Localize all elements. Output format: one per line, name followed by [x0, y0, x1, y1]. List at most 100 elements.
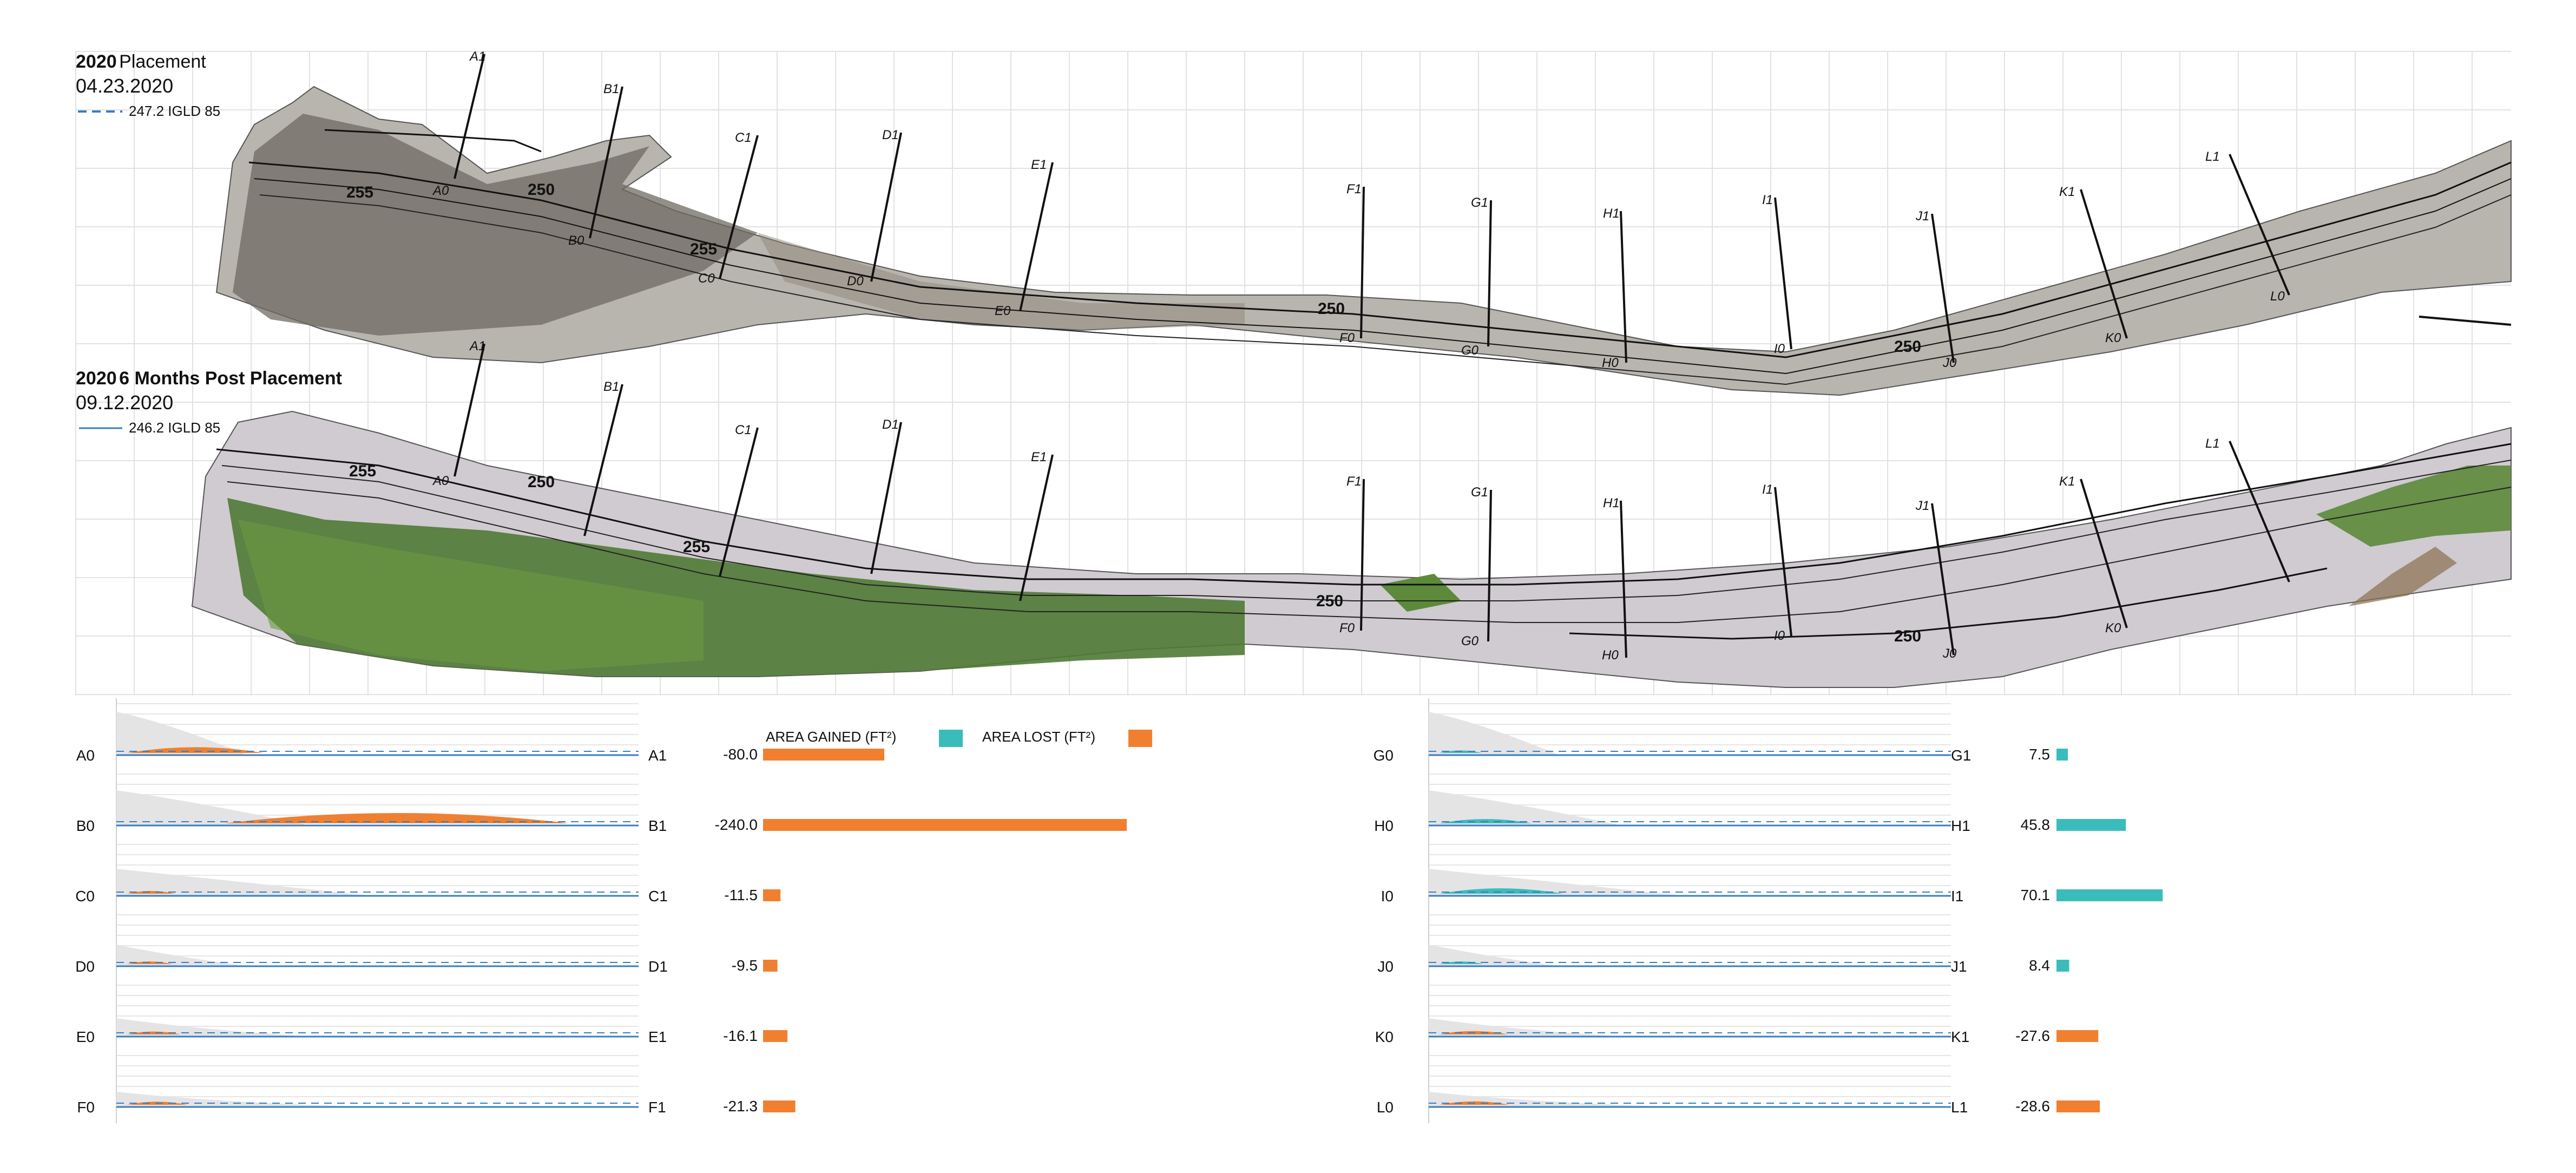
profile-terrain	[116, 1092, 372, 1107]
profile-end-label: B1	[648, 817, 667, 834]
area-bar	[763, 1030, 788, 1042]
profile-start-label: G0	[1374, 747, 1394, 764]
profile-terrain	[1429, 945, 1560, 966]
bar-legend: AREA GAINED (FT²) AREA LOST (FT²)	[766, 729, 1152, 747]
profile-start-label: J0	[1377, 958, 1394, 975]
transect-label: I1	[1762, 193, 1773, 207]
transect-label: E1	[1031, 158, 1047, 172]
legend-lost-swatch	[1128, 730, 1152, 747]
contour-labels-placement: 255 250 255 250 250	[346, 181, 1921, 356]
transect-label: H0	[1602, 356, 1619, 370]
transect-label: H1	[1603, 496, 1620, 510]
profile-end-label: G1	[1951, 747, 1971, 764]
profile-start-label: H0	[1374, 817, 1394, 834]
svg-text:250: 250	[1894, 627, 1921, 645]
aerial-strip-placement	[215, 86, 2512, 396]
area-bar	[763, 819, 1127, 831]
transect-label: G1	[1471, 195, 1488, 210]
map-title: 6 Months Post Placement	[119, 368, 342, 389]
transect-label: F0	[1339, 331, 1355, 345]
profile-end-label: A1	[648, 747, 667, 764]
transect-label: G1	[1471, 485, 1488, 500]
transect-label: I1	[1762, 482, 1773, 497]
transect-label: B0	[568, 233, 584, 248]
area-bars: -80.0-240.0-11.5-9.5-16.1-21.37.545.870.…	[715, 746, 2163, 1115]
transect-label: I0	[1774, 342, 1785, 356]
profile-start-label: D0	[75, 958, 95, 975]
solid-line-icon	[79, 427, 122, 429]
transect-label: H1	[1603, 206, 1620, 221]
area-bar-value: 45.8	[2021, 816, 2051, 833]
legend-gained-label: AREA GAINED (FT²)	[766, 729, 896, 745]
transect-label: A1	[469, 49, 485, 64]
legend-gained-swatch	[939, 730, 963, 747]
svg-text:255: 255	[690, 240, 717, 258]
area-bar-value: -28.6	[2015, 1098, 2050, 1115]
profile-change-area	[127, 1031, 181, 1034]
profile-terrain	[116, 869, 372, 896]
svg-text:255: 255	[346, 184, 373, 201]
area-bar-value: 7.5	[2029, 746, 2050, 763]
profile-start-label: L0	[1377, 1099, 1394, 1116]
profile-terrain	[116, 712, 247, 755]
transect-label: L1	[2205, 436, 2220, 451]
svg-text:250: 250	[528, 473, 555, 491]
transect-label: D0	[847, 274, 864, 289]
profile-terrain	[116, 790, 310, 825]
transect-lines-post-placement	[454, 343, 2290, 658]
map-date: 09.12.2020	[76, 391, 174, 414]
area-bar-value: -21.3	[723, 1098, 758, 1115]
transect-label: J1	[1915, 209, 1929, 224]
transect-labels-top-placement: A1 B1 C1 D1 E1 F1 G1 H1 I1 J1 K1 L1	[469, 49, 2220, 224]
transect-label: K0	[2105, 621, 2121, 635]
transect-label: F1	[1346, 182, 1362, 196]
area-bar	[2056, 819, 2126, 831]
svg-text:250: 250	[528, 181, 555, 199]
map-legend-label: 247.2 IGLD 85	[129, 103, 221, 119]
map-panel-post-placement: A1 B1 C1 D1 E1 F1 G1 H1 I1 J1 K1 L1 A0 F…	[191, 339, 2512, 688]
transect-label: C1	[735, 423, 752, 437]
profile-terrain	[116, 945, 247, 966]
profile-end-label: E1	[648, 1028, 667, 1045]
dashed-line-icon	[78, 110, 122, 113]
transect-label: A1	[469, 339, 485, 353]
transect-label: G0	[1461, 343, 1479, 358]
transect-label: J0	[1942, 356, 1957, 370]
profile-start-label: C0	[75, 888, 95, 905]
profile-end-label: D1	[648, 958, 668, 975]
transect-label: L1	[2205, 149, 2220, 164]
transect-label: K1	[2059, 474, 2075, 489]
transect-labels-bottom-post: A0 F0 G0 H0 I0 J0 K0	[432, 474, 2121, 663]
area-bar	[2056, 960, 2069, 972]
profile-terrain	[1429, 712, 1560, 755]
profile-start-label: F0	[77, 1099, 95, 1116]
area-bar	[763, 749, 884, 761]
area-bar-value: -9.5	[732, 957, 758, 974]
profile-start-label: I0	[1381, 888, 1394, 905]
transect-lines-placement	[454, 54, 2290, 363]
area-bar	[2056, 749, 2068, 761]
map-year: 2020	[76, 368, 117, 389]
transect-label: J1	[1915, 499, 1929, 513]
area-bar-value: 8.4	[2029, 957, 2050, 974]
svg-text:255: 255	[683, 538, 710, 556]
transect-label: I0	[1774, 628, 1785, 643]
transect-label: F1	[1346, 474, 1362, 489]
area-bar-value: -240.0	[715, 816, 758, 833]
map-legend: 246.2 IGLD 85	[76, 420, 342, 436]
transect-label: K0	[2105, 331, 2121, 345]
profile-end-label: H1	[1951, 817, 1970, 834]
map-title-placement: 2020 Placement 04.23.2020 247.2 IGLD 85	[76, 51, 220, 120]
legend-lost-label: AREA LOST (FT²)	[982, 729, 1095, 745]
transect-labels-bottom-placement: A0 B0 C0 D0 E0 F0 G0 H0 I0 J0 K0 L0	[432, 184, 2285, 370]
transect-label: K1	[2059, 185, 2075, 199]
transect-label: A0	[432, 184, 449, 198]
transect-label: D1	[882, 417, 899, 432]
profile-terrain	[1429, 790, 1622, 825]
aerial-strip-post-placement	[191, 410, 2512, 688]
profile-end-label: F1	[648, 1099, 666, 1116]
area-bar-value: -80.0	[723, 746, 758, 763]
transect-label: C1	[735, 130, 752, 145]
profile-end-label: K1	[1951, 1028, 1969, 1045]
